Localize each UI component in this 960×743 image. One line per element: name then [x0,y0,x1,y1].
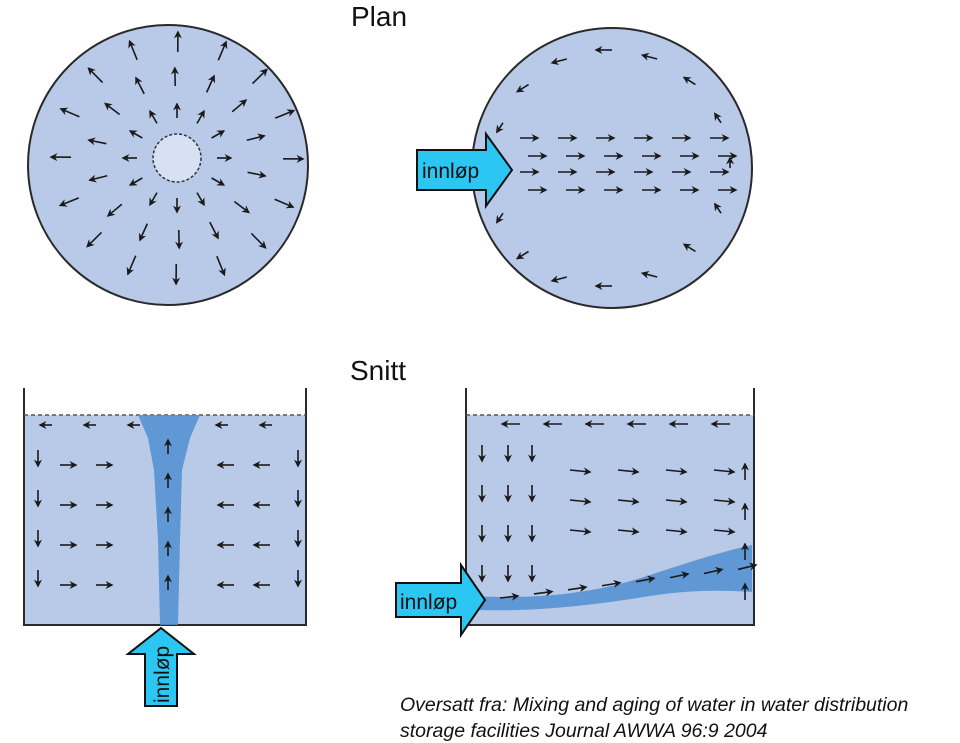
recirculating-flow-arrows [495,46,738,290]
arrow-icon [104,102,121,116]
section-bottom-inlet-tank [23,388,307,626]
arrow-icon [211,130,226,139]
plan-central-inlet-tank [27,24,309,306]
arrow-icon [665,467,688,476]
section-flow-arrows-right [478,420,758,601]
arrow-icon [274,198,295,209]
section-side-inlet-tank [465,388,758,626]
inlet-label-vertical: innløp [151,646,174,703]
section-flow-arrows-left [34,421,302,590]
arrow-icon [274,109,296,119]
arrow-icon [499,592,520,601]
arrow-icon [88,174,108,183]
arrow-icon [567,584,588,593]
arrow-icon [713,467,736,476]
arrow-icon [126,255,137,276]
arrow-icon [714,112,722,124]
arrow-icon [515,83,529,93]
arrow-icon [533,588,554,597]
arrow-icon [87,67,104,84]
arrow-icon [495,122,504,134]
inlet-label-section: innløp [400,591,457,614]
arrow-icon [149,109,158,124]
section-bottom-inlet-arrow: innløp [125,626,197,707]
arrow-icon [128,177,143,186]
arrow-icon [550,275,568,284]
arrow-icon [251,68,268,85]
arrow-icon [196,192,205,207]
radial-flow-arrows [49,30,305,286]
arrow-icon [86,231,103,248]
arrow-icon [640,270,658,279]
arrow-icon [665,497,688,506]
arrow-icon [247,170,267,179]
arrow-icon [617,527,640,536]
arrow-icon [216,255,226,277]
plan-inlet-arrow: innløp [416,130,514,210]
arrow-icon [58,197,80,207]
arrow-icon [714,202,722,214]
arrow-icon [128,130,143,139]
arrow-icon [635,575,656,584]
horizontal-inlet-jet [476,545,752,611]
arrow-icon [217,40,228,61]
arrow-icon [601,579,622,588]
arrow-icon [703,566,724,575]
arrow-icon [569,527,592,536]
arrow-icon [550,57,568,66]
caption-line-2: storage facilities Journal AWWA 96:9 200… [400,720,768,742]
vertical-inlet-jet [138,415,200,625]
arrow-icon [205,74,216,93]
caption-line-1: Oversatt fra: Mixing and aging of water … [400,694,908,716]
arrow-icon [233,200,250,214]
central-inlet-jet [152,133,202,183]
plan-tank-right [471,27,753,309]
arrow-icon [569,497,592,506]
arrow-icon [713,497,736,506]
arrow-icon [196,109,205,124]
arrow-icon [149,192,158,207]
arrow-icon [640,52,658,61]
arrow-icon [211,177,226,186]
arrow-icon [138,223,149,242]
arrow-icon [250,232,267,249]
arrow-icon [617,467,640,476]
arrow-icon [209,221,219,240]
arrow-icon [669,571,690,580]
section-side-inlet-arrow: innløp [395,561,487,639]
arrow-icon [569,467,592,476]
inlet-arrow-icon [395,561,487,639]
arrow-icon [106,203,123,217]
arrow-icon [682,76,696,86]
arrow-icon [128,39,138,61]
plan-side-inlet-tank [471,27,753,309]
inlet-label-plan: innløp [422,160,479,183]
plan-heading: Plan [351,1,407,32]
arrow-icon [59,107,80,118]
arrow-icon [231,99,248,113]
inlet-arrow-icon [125,626,197,707]
section-tank-right-wall [465,388,755,626]
arrow-icon [87,137,107,146]
arrow-icon [737,562,758,571]
arrow-icon [246,133,266,142]
arrow-icon [665,527,688,536]
section-heading: Snitt [350,355,406,386]
arrow-icon [515,250,529,260]
arrow-icon [682,243,696,253]
arrow-icon [713,527,736,536]
arrow-icon [617,497,640,506]
arrow-icon [135,76,145,95]
arrow-icon [495,212,504,224]
inlet-arrow-icon [416,130,514,210]
